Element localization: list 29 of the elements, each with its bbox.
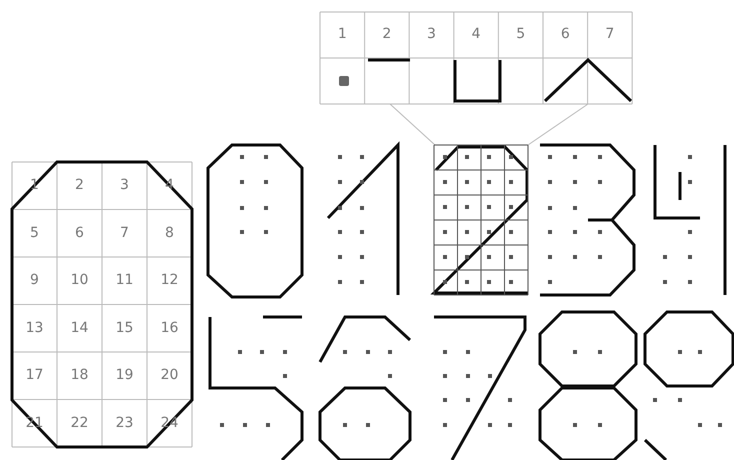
cell-number: 12: [160, 271, 180, 290]
cell-number: 14: [70, 318, 90, 338]
cell-number: 5: [515, 25, 526, 44]
cell-number: 6: [560, 25, 571, 44]
cell-number: 4: [470, 25, 482, 44]
cell-number: 15: [114, 318, 134, 338]
cell-number: 5: [29, 224, 40, 242]
cell-number: 20: [160, 366, 180, 385]
cell-number: 9: [29, 271, 40, 290]
cell-number: 17: [24, 366, 44, 385]
cell-number: 1: [29, 176, 40, 195]
cell-number: 16: [160, 318, 180, 338]
cell-number: 11: [114, 271, 134, 290]
cell-number: 18: [70, 366, 90, 385]
cell-number: 4: [164, 176, 175, 195]
cell-number: 8: [164, 224, 175, 242]
cell-number: 7: [119, 224, 130, 242]
cell-number: 19: [114, 366, 134, 385]
cell-number: 10: [70, 271, 90, 290]
cell-number: 23: [114, 414, 134, 432]
cell-number: 2: [74, 176, 85, 195]
cell-number: 2: [381, 25, 392, 44]
cell-number: 1: [336, 25, 348, 44]
cell-number: 6: [74, 224, 85, 242]
cell-number: 3: [426, 25, 437, 44]
cell-number: 3: [119, 176, 130, 195]
cell-number: 13: [24, 318, 44, 338]
cell-number: 22: [70, 414, 90, 432]
cell-number: 7: [604, 25, 616, 44]
